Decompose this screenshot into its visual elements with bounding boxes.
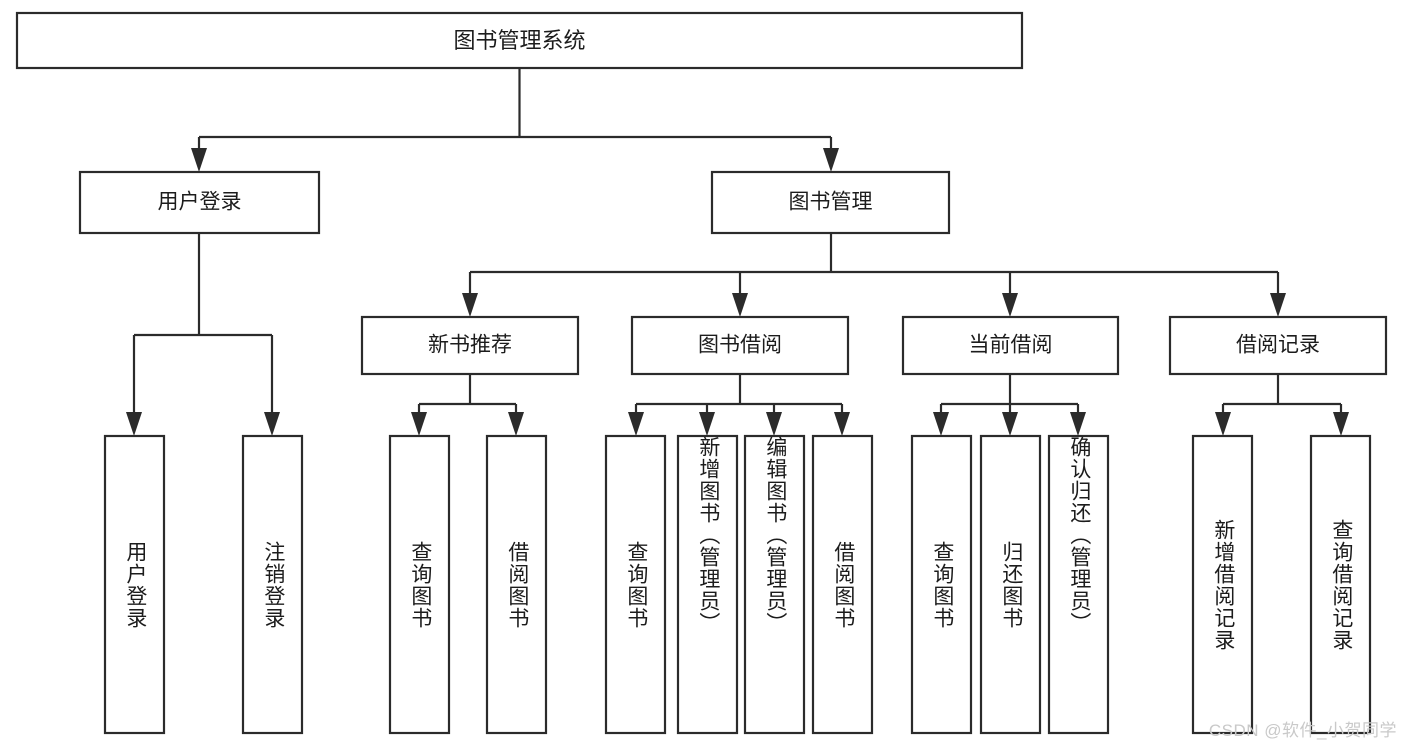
node-user-login[interactable]: 用户登录 (78, 170, 321, 235)
connector-group-current-borrow (933, 374, 1086, 436)
leaf-confirm-return-box[interactable] (1047, 434, 1110, 735)
node-borrow-record[interactable]: 借阅记录 (1168, 315, 1388, 376)
node-book-manage-box[interactable] (710, 170, 951, 235)
node-current-borrow-box[interactable] (901, 315, 1120, 376)
node-book-manage[interactable]: 图书管理 (710, 170, 951, 235)
leaf-logout-box[interactable] (241, 434, 304, 735)
node-current-borrow[interactable]: 当前借阅 (901, 315, 1120, 376)
node-user-login-box[interactable] (78, 170, 321, 235)
arrow-head-leaf-add-record (1215, 412, 1231, 436)
node-new-book-rec-box[interactable] (360, 315, 580, 376)
node-book-manage-label: 图书管理 (789, 191, 873, 214)
node-book-borrow-box[interactable] (630, 315, 850, 376)
arrow-head-book-borrow (732, 293, 748, 317)
node-user-login-label: 用户登录 (158, 191, 242, 214)
leaf-add-record-box[interactable] (1191, 434, 1254, 735)
node-borrow-record-label: 借阅记录 (1236, 334, 1320, 357)
connector-group-book-manage (462, 233, 1286, 317)
arrow-head-leaf-borrow-book-1 (508, 412, 524, 436)
node-root-label: 图书管理系统 (453, 28, 585, 53)
leaf-query-book-2-box[interactable] (604, 434, 667, 735)
arrow-head-user-login (191, 148, 207, 172)
leaf-query-book-1-box[interactable] (388, 434, 451, 735)
csdn-watermark: CSDN @软件_小贺同学 (1208, 721, 1397, 740)
node-book-borrow[interactable]: 图书借阅 (630, 315, 850, 376)
leaf-boxes (103, 434, 1372, 735)
leaf-add-book-box[interactable] (676, 434, 739, 735)
node-book-borrow-label: 图书借阅 (698, 334, 782, 357)
connector-group-borrow-record (1215, 374, 1349, 436)
arrow-head-leaf-query-book-3 (933, 412, 949, 436)
node-root-box[interactable] (15, 11, 1024, 70)
leaf-return-book-box[interactable] (979, 434, 1042, 735)
arrow-head-current-borrow (1002, 293, 1018, 317)
leaf-borrow-book-1-box[interactable] (485, 434, 548, 735)
node-new-book-rec-label: 新书推荐 (428, 334, 512, 357)
arrow-head-leaf-return-book (1002, 412, 1018, 436)
arrow-head-book-manage (823, 148, 839, 172)
leaf-edit-book-box[interactable] (743, 434, 806, 735)
arrow-head-new-book-rec (462, 293, 478, 317)
connector-group-new-book-rec (411, 374, 524, 436)
arrow-head-leaf-query-record (1333, 412, 1349, 436)
arrow-head-leaf-confirm-return (1070, 412, 1086, 436)
arrow-head-leaf-add-book (699, 412, 715, 436)
connector-group-user-login (126, 233, 280, 436)
node-current-borrow-label: 当前借阅 (969, 334, 1053, 357)
arrow-head-leaf-query-book-1 (411, 412, 427, 436)
node-new-book-rec[interactable]: 新书推荐 (360, 315, 580, 376)
arrow-head-leaf-edit-book (766, 412, 782, 436)
arrow-head-leaf-query-book-2 (628, 412, 644, 436)
leaf-query-record-box[interactable] (1309, 434, 1372, 735)
arrow-head-borrow-record (1270, 293, 1286, 317)
node-root[interactable]: 图书管理系统 (15, 11, 1024, 70)
leaf-borrow-book-2-box[interactable] (811, 434, 874, 735)
leaf-query-book-3-box[interactable] (910, 434, 973, 735)
connector-group-root (191, 68, 839, 172)
arrow-head-leaf-borrow-book-2 (834, 412, 850, 436)
arrow-head-leaf-user-login (126, 412, 142, 436)
connector-group-book-borrow (628, 374, 850, 436)
leaf-user-login-box[interactable] (103, 434, 166, 735)
node-borrow-record-box[interactable] (1168, 315, 1388, 376)
arrow-head-leaf-logout (264, 412, 280, 436)
